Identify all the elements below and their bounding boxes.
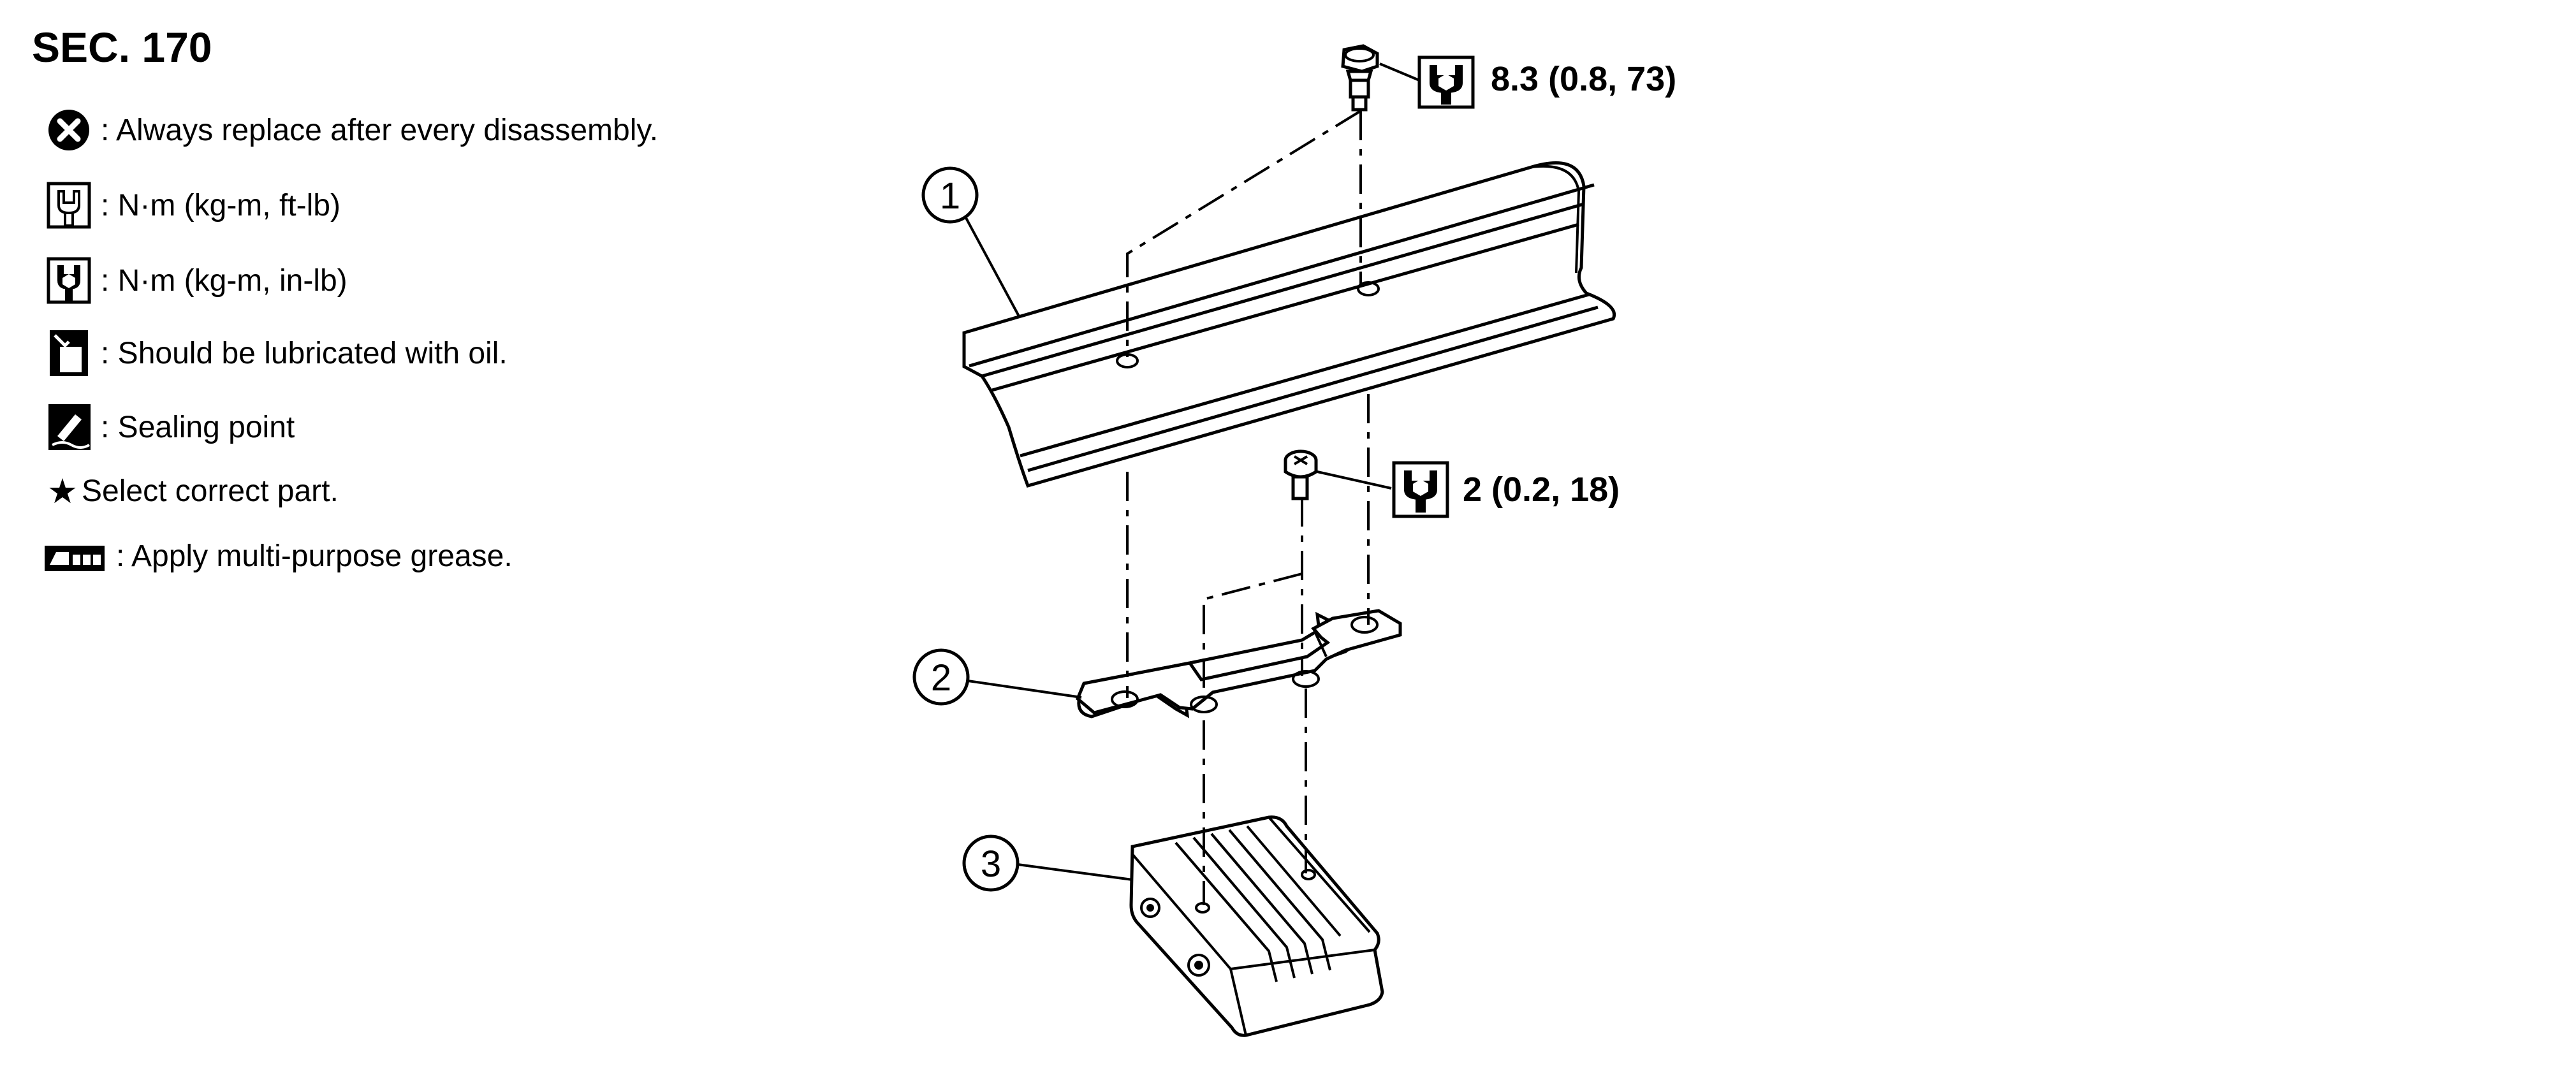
legend-text: : Should be lubricated with oil.	[101, 336, 508, 370]
torque-spec-upper: 8.3 (0.8, 73)	[1379, 55, 1676, 109]
legend-item-oil: : Should be lubricated with oil.	[43, 328, 508, 379]
oil-can-icon	[50, 330, 88, 376]
torque-spec-lower: 2 (0.2, 18)	[1317, 461, 1620, 518]
torque-value-upper: 8.3 (0.8, 73)	[1491, 60, 1676, 98]
part-2-bracket	[1075, 609, 1402, 718]
legend-item-star: ★ Select correct part.	[43, 465, 339, 516]
legend-text: : Always replace after every disassembly…	[101, 113, 659, 147]
legend-item-replace: : Always replace after every disassembly…	[43, 105, 658, 156]
legend-item-sealant: : Sealing point	[43, 402, 295, 453]
star-icon: ★	[47, 472, 78, 511]
callout-number: 3	[981, 843, 1001, 885]
legend-text: : Sealing point	[101, 410, 295, 444]
sealant-icon	[48, 404, 91, 450]
legend-text: : Apply multi-purpose grease.	[116, 539, 513, 573]
legend-text: : N·m (kg-m, in-lb)	[101, 263, 348, 298]
callout-3: 3	[962, 834, 1133, 892]
part-1-cross-member	[962, 161, 1616, 488]
screw-lower	[1284, 449, 1318, 500]
legend-item-torque-in-lb: : N·m (kg-m, in-lb)	[43, 255, 348, 306]
legend-text: Select correct part.	[82, 474, 339, 508]
callout-number: 1	[940, 175, 960, 217]
torque-ft-lb-icon	[47, 182, 91, 229]
torque-in-lb-icon	[1392, 461, 1449, 518]
alignment-lines	[1126, 110, 1370, 905]
torque-value-lower: 2 (0.2, 18)	[1463, 470, 1620, 509]
legend-item-torque-ft-lb: : N·m (kg-m, ft-lb)	[43, 180, 340, 231]
torque-in-lb-icon	[47, 257, 91, 304]
callout-1: 1	[921, 166, 1020, 317]
grease-icon	[45, 546, 105, 571]
part-3-module	[1129, 815, 1384, 1037]
torque-in-lb-icon	[1417, 55, 1475, 109]
callout-2: 2	[912, 648, 1082, 706]
bolt-upper	[1341, 44, 1379, 112]
section-title: SEC. 170	[32, 24, 212, 71]
replace-x-icon	[48, 110, 89, 150]
legend-text: : N·m (kg-m, ft-lb)	[101, 188, 340, 222]
callout-number: 2	[931, 657, 951, 699]
legend-item-grease: : Apply multi-purpose grease.	[43, 530, 513, 581]
